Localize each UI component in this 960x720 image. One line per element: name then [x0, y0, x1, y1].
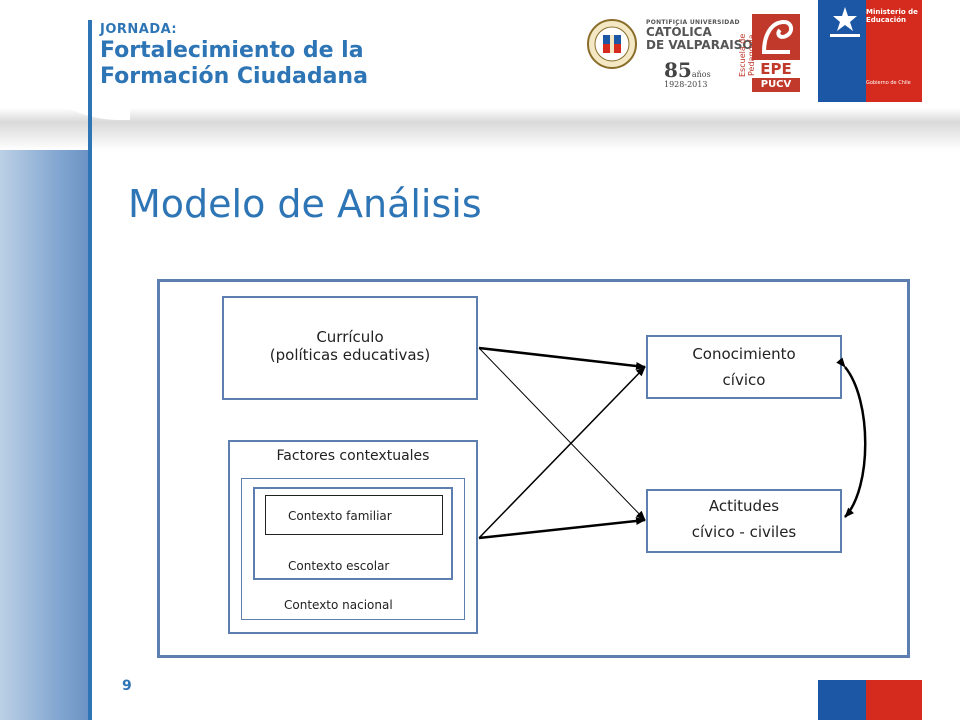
pucv-seal-icon: [587, 19, 637, 69]
vertical-accent-bar: [88, 20, 92, 720]
actitudes-line1: Actitudes: [708, 497, 780, 515]
header-band: [0, 0, 960, 150]
conocimiento-line2: cívico: [722, 371, 766, 389]
footer-flag-blue: [818, 680, 866, 720]
factores-label: Factores contextuales: [276, 448, 430, 464]
conocimiento-box: Conocimiento cívico: [646, 335, 842, 399]
ministry-name: Ministerio de Educación: [866, 8, 918, 25]
epe-pucv-label: PUCV: [752, 78, 800, 92]
chile-crest-icon: [830, 7, 860, 37]
slide-title: Modelo de Análisis: [128, 182, 482, 226]
government-label: Gobierno de Chile: [866, 80, 911, 86]
pucv-line2: CATÓLICA: [646, 25, 712, 40]
pucv-line3: DE VALPARAISO: [646, 37, 753, 52]
epe-emblem-icon: [752, 14, 800, 60]
header-title-line2: Formación Ciudadana: [100, 64, 368, 89]
curriculo-line2: (políticas educativas): [269, 346, 431, 364]
ministry-line2: Educación: [866, 16, 906, 25]
page-number: 9: [122, 678, 132, 694]
contexto-familiar-label: Contexto familiar: [288, 509, 392, 523]
actitudes-line2: cívico - civiles: [691, 523, 797, 541]
contexto-escolar-label: Contexto escolar: [288, 559, 390, 573]
ministry-logo-red: [866, 0, 922, 102]
pucv-line1: PONTIFICIA UNIVERSIDAD: [646, 19, 740, 26]
anniversary-years: 1928-2013: [664, 80, 708, 89]
contexto-familiar-box: [265, 495, 443, 535]
contexto-nacional-label: Contexto nacional: [284, 598, 393, 612]
header-title-line1: Fortalecimiento de la: [100, 38, 364, 63]
curriculo-box: Currículo (políticas educativas): [222, 296, 478, 400]
anniversary-number: 85: [664, 58, 692, 82]
ministry-line1: Ministerio de: [866, 8, 918, 16]
conocimiento-line1: Conocimiento: [692, 345, 796, 363]
actitudes-box: Actitudes cívico - civiles: [646, 489, 842, 553]
anniversary-word: años: [691, 70, 711, 79]
epe-school-name: Escuela de Pedagogía: [738, 33, 756, 77]
pucv-name: PONTIFICIA UNIVERSIDAD CATÓLICA DE VALPA…: [646, 19, 753, 52]
footer-flag-red: [866, 680, 922, 720]
curriculo-line1: Currículo: [316, 328, 384, 346]
anniversary-badge: 85años 1928-2013: [664, 58, 711, 89]
epe-acronym: EPE: [760, 60, 792, 78]
header-kicker: JORNADA:: [100, 22, 178, 37]
